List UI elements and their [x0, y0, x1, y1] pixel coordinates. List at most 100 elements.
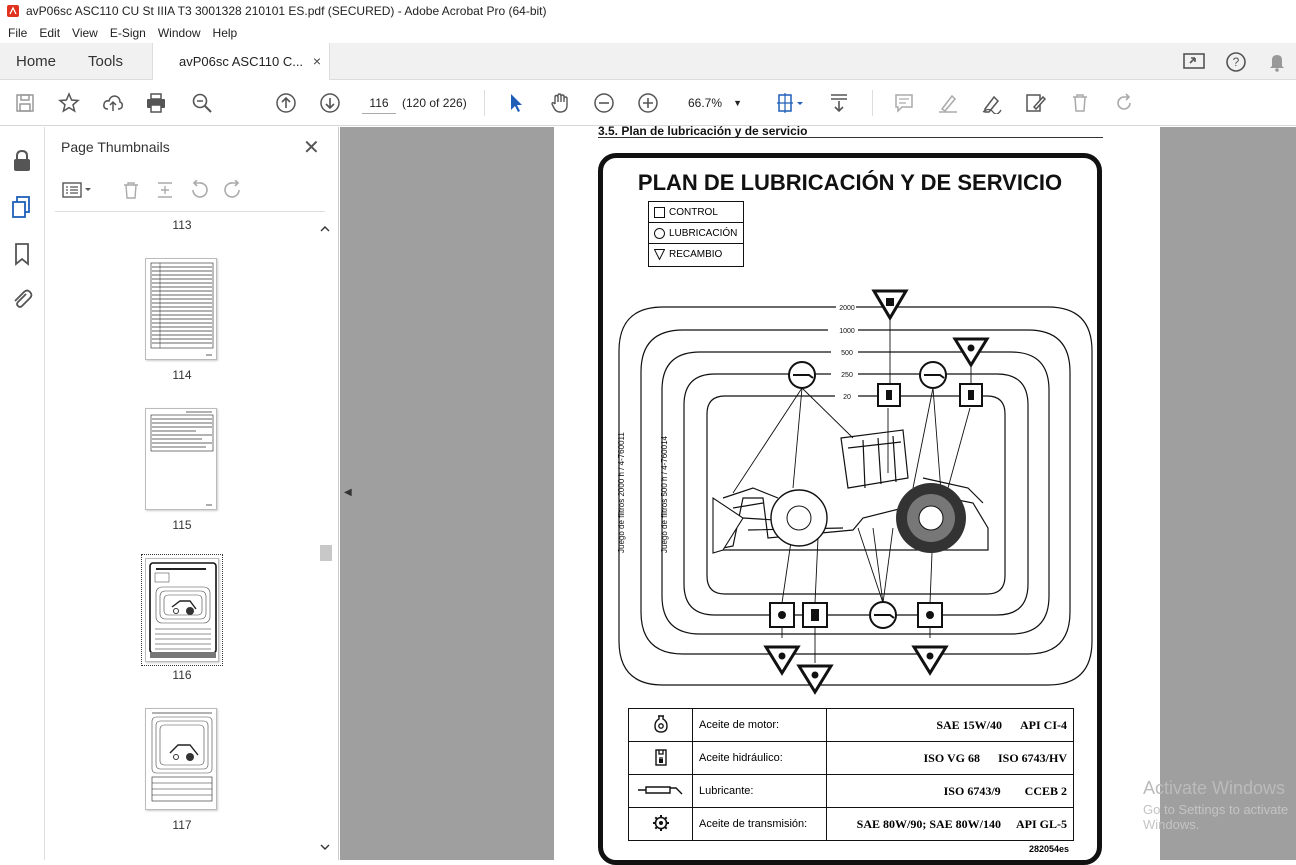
- select-cursor-icon[interactable]: [503, 90, 529, 116]
- next-page-icon[interactable]: [317, 90, 343, 116]
- tab-bar: Home Tools avP06sc ASC110 C... × ?: [0, 43, 1296, 81]
- acrobat-logo-icon: [7, 5, 19, 17]
- title-bar: avP06sc ASC110 CU St IIIA T3 3001328 210…: [0, 0, 1296, 22]
- collapse-panel-icon[interactable]: ◀: [344, 487, 352, 498]
- tab-tools[interactable]: Tools: [88, 53, 124, 70]
- chevron-down-icon: ▼: [733, 98, 742, 108]
- panel-close-icon[interactable]: ✕: [303, 137, 320, 159]
- rotate-right-icon[interactable]: [222, 179, 244, 201]
- thumbnail-label-114: 114: [172, 368, 192, 382]
- scroll-mode-icon[interactable]: [826, 90, 852, 116]
- page-thumbnails-icon[interactable]: [10, 195, 34, 219]
- tab-document[interactable]: avP06sc ASC110 C... ×: [152, 43, 330, 81]
- zoom-in-icon[interactable]: [635, 90, 661, 116]
- spec-value-engine-oil: SAE 15W/40 API CI-4: [826, 708, 1074, 742]
- fill-sign-icon[interactable]: [1023, 90, 1049, 116]
- menu-file[interactable]: File: [8, 25, 28, 40]
- panel-scrollbar-thumb[interactable]: [320, 545, 332, 561]
- hours-500: 500: [841, 350, 853, 357]
- menu-window[interactable]: Window: [157, 25, 201, 40]
- page-count-label: (120 of 226): [402, 96, 467, 110]
- hours-250: 250: [841, 372, 853, 379]
- thumbnail-label-117: 117: [172, 818, 192, 832]
- extract-page-icon[interactable]: [155, 179, 175, 201]
- legend-control: CONTROL: [649, 202, 743, 223]
- spec-row-transmission-oil: Aceite de transmisión: SAE 80W/90; SAE 8…: [628, 807, 1074, 841]
- hours-2000: 2000: [839, 305, 855, 312]
- ring-1000: [640, 329, 1071, 655]
- thumbnail-page-116[interactable]: [141, 554, 223, 666]
- upload-cloud-icon[interactable]: [100, 90, 126, 116]
- scroll-down-icon[interactable]: [319, 841, 331, 853]
- bookmark-icon[interactable]: [10, 242, 34, 266]
- menu-help[interactable]: Help: [212, 25, 238, 40]
- zoom-out-icon[interactable]: [591, 90, 617, 116]
- svg-text:?: ?: [1233, 55, 1240, 69]
- document-viewport[interactable]: ◀ 3.5. Plan de lubricación y de servicio…: [340, 124, 1296, 865]
- legend-replacement: RECAMBIO: [649, 244, 743, 265]
- spec-row-engine-oil: Aceite de motor: SAE 15W/40 API CI-4: [628, 708, 1074, 742]
- delete-icon[interactable]: [1067, 90, 1093, 116]
- menu-bar: File Edit View E-Sign Window Help: [0, 22, 1296, 43]
- section-rule: [598, 137, 1103, 138]
- filter-kit-500-label: Juego de filtros 500 h / 4-760014: [660, 435, 669, 553]
- ring-2000: [618, 306, 1093, 686]
- spec-label-engine-oil: Aceite de motor:: [691, 708, 828, 742]
- tab-home[interactable]: Home: [16, 53, 57, 70]
- square-icon: [654, 207, 665, 218]
- thumbnail-page-115[interactable]: [145, 408, 217, 510]
- plan-title: PLAN DE LUBRICACIÓN Y DE SERVICIO: [637, 170, 1063, 195]
- thumbnail-page-114[interactable]: [145, 258, 217, 360]
- menu-view[interactable]: View: [72, 25, 98, 40]
- tab-close-icon[interactable]: ×: [312, 53, 321, 69]
- hours-20: 20: [843, 394, 851, 401]
- main-toolbar: 116 (120 of 226) 66.7% ▼: [0, 80, 1296, 126]
- comment-icon[interactable]: [891, 90, 917, 116]
- activate-windows-watermark: Activate Windows: [1143, 778, 1286, 798]
- thumbnail-label-115: 115: [172, 518, 192, 532]
- tab-document-label: avP06sc ASC110 C...: [179, 54, 304, 69]
- highlight-pen-icon[interactable]: [935, 90, 961, 116]
- circle-icon: [654, 228, 665, 239]
- print-icon[interactable]: [143, 90, 169, 116]
- thumbnail-options-icon[interactable]: [61, 179, 95, 201]
- fit-page-icon[interactable]: [771, 90, 807, 116]
- spec-value-lubricant: ISO 6743/9 CCEB 2: [826, 774, 1074, 808]
- help-icon[interactable]: ?: [1225, 43, 1247, 80]
- ring-20: [706, 395, 1006, 595]
- grease-gun-icon: [637, 785, 682, 794]
- menu-esign[interactable]: E-Sign: [109, 25, 146, 40]
- panel-title: Page Thumbnails: [61, 139, 170, 155]
- delete-page-icon[interactable]: [121, 179, 141, 201]
- thumbnail-page-117[interactable]: [145, 708, 217, 810]
- rotate-left-icon[interactable]: [188, 179, 210, 201]
- panel-scrollbar[interactable]: [319, 223, 332, 857]
- share-screen-icon[interactable]: [1182, 43, 1206, 80]
- zoom-level-dropdown[interactable]: 66.7% ▼: [676, 92, 746, 114]
- notification-bell-icon[interactable]: [1268, 43, 1286, 80]
- zoom-level-value: 66.7%: [688, 96, 723, 110]
- attachment-icon[interactable]: [10, 287, 34, 311]
- hours-1000: 1000: [839, 328, 855, 335]
- thumbnails-panel: Page Thumbnails ✕ 113 114 115 116 117: [45, 127, 339, 860]
- bookmark-star-icon[interactable]: [56, 90, 82, 116]
- redo-icon[interactable]: [1111, 90, 1137, 116]
- sign-pen-icon[interactable]: [979, 90, 1005, 116]
- legend-box: CONTROL LUBRICACIÓN RECAMBIO: [648, 201, 744, 267]
- page-number-input[interactable]: 116: [362, 92, 396, 114]
- gear-icon: [652, 814, 669, 831]
- scroll-up-icon[interactable]: [319, 223, 331, 235]
- spec-row-lubricant: Lubricante: ISO 6743/9 CCEB 2: [628, 774, 1074, 808]
- lubricant-spec-table: Aceite de motor: SAE 15W/40 API CI-4 Ace…: [628, 708, 1074, 841]
- panel-divider: [55, 211, 325, 212]
- lock-icon[interactable]: [10, 149, 34, 173]
- pdf-page: 3.5. Plan de lubricación y de servicio P…: [554, 124, 1160, 865]
- previous-page-icon[interactable]: [273, 90, 299, 116]
- hand-tool-icon[interactable]: [547, 90, 573, 116]
- save-icon[interactable]: [12, 90, 38, 116]
- zoom-search-icon[interactable]: [189, 90, 215, 116]
- window-title: avP06sc ASC110 CU St IIIA T3 3001328 210…: [26, 4, 547, 18]
- spec-label-lubricant: Lubricante:: [691, 774, 828, 808]
- menu-edit[interactable]: Edit: [39, 25, 61, 40]
- toolbar-divider-2: [872, 90, 873, 116]
